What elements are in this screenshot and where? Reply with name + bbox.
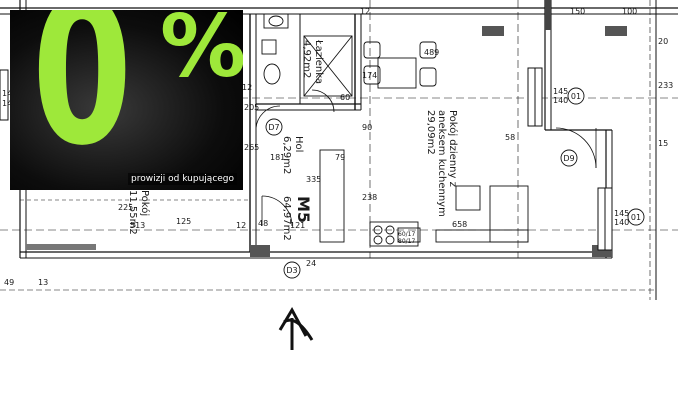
dim-658: 658 [452, 220, 467, 229]
dim-125: 125 [176, 217, 191, 226]
dim-90: 90 [362, 123, 372, 132]
dim-225: 225 [118, 203, 133, 212]
dim-238: 238 [362, 193, 377, 202]
dim-140-right: 140 [614, 218, 629, 227]
dim-20: 20 [658, 37, 668, 46]
dim-12-low: 12 [236, 221, 246, 230]
door-tag-d9: D9 [563, 154, 574, 163]
window-tag-01-right: 01 [631, 213, 641, 222]
dim-13: 13 [38, 278, 48, 287]
dim-24: 24 [306, 259, 316, 268]
room-area-living: 29,09m2 [425, 110, 436, 155]
room-area-bathroom: 4,92m2 [301, 40, 312, 78]
dim-58: 58 [505, 133, 515, 142]
dim-145-left: 145 [2, 89, 17, 98]
promo-zero: 0 [32, 10, 132, 190]
room-label-bedroom: Pokój [139, 190, 151, 216]
dim-140: 140 [553, 96, 568, 105]
door-tag-d7: D7 [268, 123, 279, 132]
dim-150: 150 [570, 7, 585, 16]
room-area-bedroom: 11,55m2 [127, 190, 138, 235]
room-label-hall: Hol [293, 136, 304, 152]
room-label-living-2: aneksem kuchennym [436, 110, 447, 217]
dim-48: 48 [258, 219, 268, 228]
north-arrow-icon [278, 306, 314, 350]
room-label-living: Pokój dzienny z [447, 110, 459, 187]
dim-205: 205 [244, 103, 259, 112]
dim-12-mid: 12 [242, 83, 252, 92]
dim-513: 513 [130, 221, 145, 230]
promo-percent: % [160, 10, 243, 97]
dim-121: 121 [290, 221, 305, 230]
promo-caption: prowizji od kupującego [128, 173, 238, 185]
dim-49: 49 [4, 278, 14, 287]
dim-80-17: 80/17 [398, 238, 415, 245]
dim-145: 145 [553, 87, 568, 96]
dim-335: 335 [306, 175, 321, 184]
apartment-id: M5 [294, 196, 313, 223]
dim-100: 100 [622, 7, 637, 16]
dim-79: 79 [335, 153, 345, 162]
dim-174: 174 [362, 71, 377, 80]
window-tag-01-top: 01 [571, 92, 581, 101]
dim-489: 489 [424, 48, 439, 57]
dim-233: 233 [658, 81, 673, 90]
dim-265: 265 [244, 143, 259, 152]
apartment-area: 64,97m2 [281, 196, 292, 241]
dim-140-left: 140 [2, 99, 17, 108]
dim-12: 12 [360, 7, 370, 16]
dim-15: 15 [658, 139, 668, 148]
dim-60: 60 [340, 93, 350, 102]
dim-181: 181 [270, 153, 285, 162]
room-label-bathroom: Łazienka [313, 39, 324, 84]
room-area-hall: 6,29m2 [281, 136, 292, 174]
door-tag-d3: D3 [286, 266, 297, 275]
dim-60-17: 60/17 [398, 231, 415, 238]
dim-145-right: 145 [614, 209, 629, 218]
promo-badge: 0 % prowizji od kupującego [10, 10, 243, 190]
